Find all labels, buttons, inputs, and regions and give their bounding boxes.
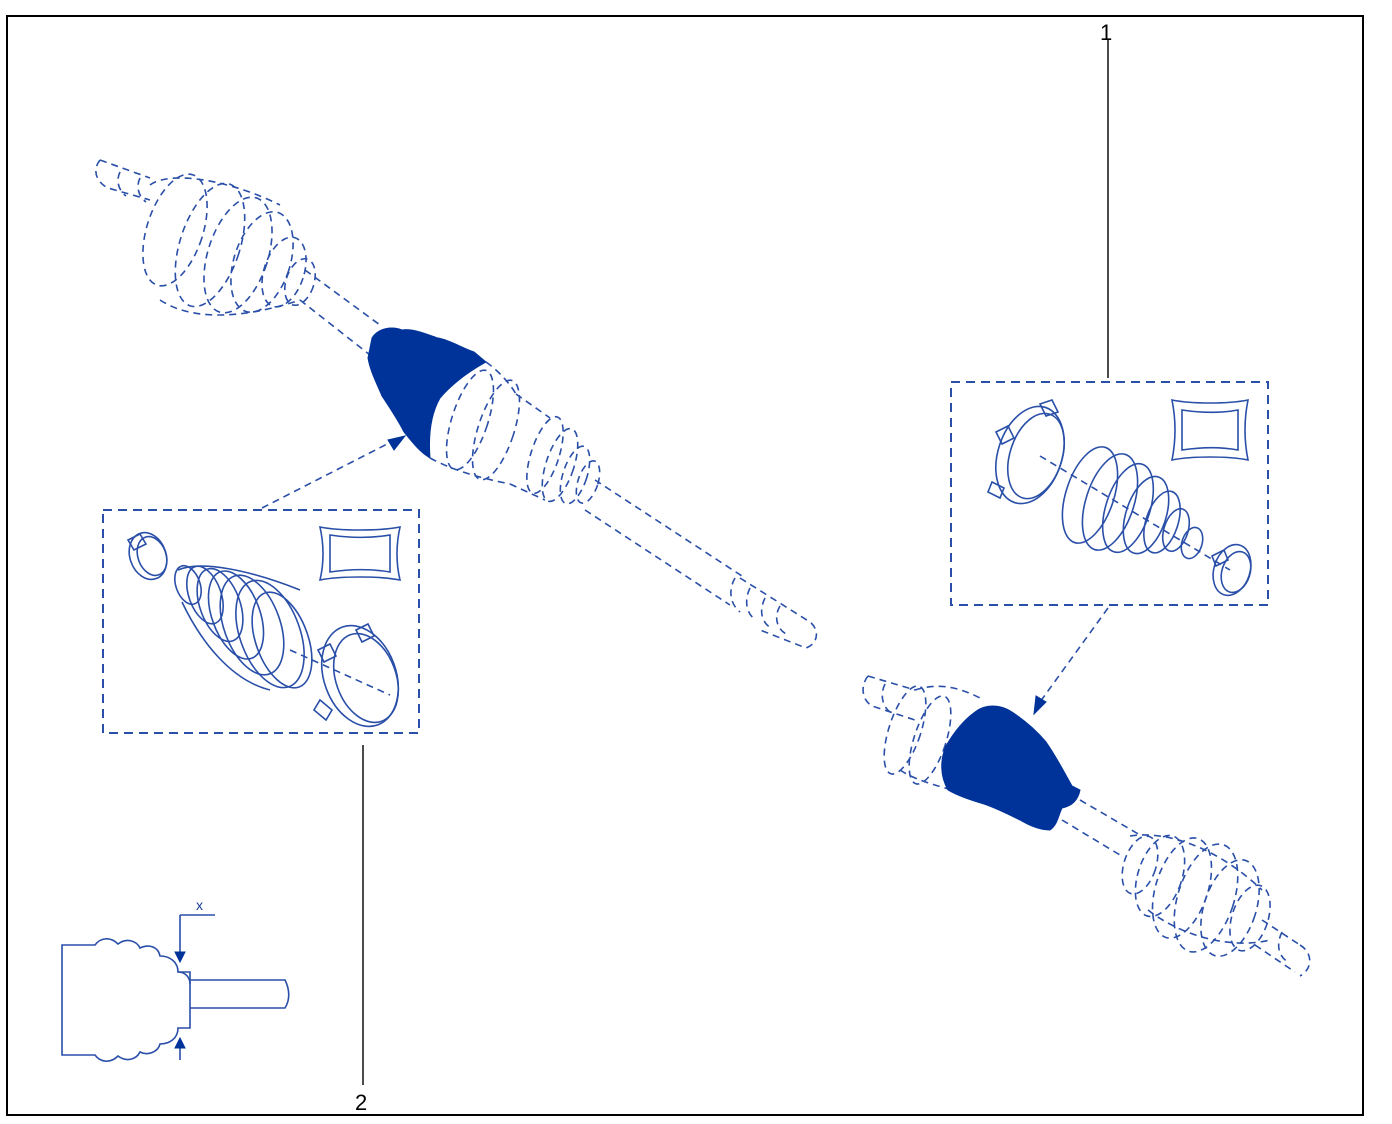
kit2-boot (174, 564, 313, 691)
kit1-large-clamp (986, 399, 1066, 505)
lower-shaft-top-edge (1079, 799, 1141, 836)
upper-outer-cv-joint (142, 173, 317, 316)
detail-x-lower-arrow (174, 1036, 186, 1049)
kit1-small-clamp (1210, 543, 1252, 597)
kit2-small-clamp (126, 531, 168, 581)
detail-boot-neck-top (177, 971, 191, 985)
dimension-label-x: x (196, 897, 203, 913)
kit2-pointer-line (261, 439, 396, 509)
lower-outer-stub (1254, 919, 1311, 977)
boot-kit-2-parts (126, 525, 402, 728)
lower-outer-cv-joint (1121, 834, 1271, 958)
boot-kit-1-box (950, 381, 1269, 606)
lower-inner-stub (862, 675, 916, 721)
upper-driveshaft (95, 159, 818, 649)
upper-shaft-bottom-edge (299, 299, 371, 356)
detail-boot-outline (61, 938, 191, 1062)
upper-outer-stub (95, 159, 151, 203)
kit2-large-clamp (312, 622, 400, 728)
kit2-pointer-arrow (387, 435, 407, 451)
kit1-boot (1061, 446, 1204, 560)
upper-inner-spline-shaft (584, 479, 818, 649)
boot-kit-2-box (102, 509, 420, 734)
upper-shaft-top-edge (304, 269, 381, 326)
callout-label-1: 1 (1100, 20, 1113, 45)
diagram-frame (6, 15, 1364, 1116)
detail-x-upper-arrow (174, 951, 186, 964)
lower-driveshaft (862, 675, 1311, 977)
callout-label-2: 2 (355, 1090, 368, 1115)
detail-shaft (190, 979, 290, 1009)
kit1-pointer-line (1039, 607, 1109, 703)
boot-position-detail (61, 914, 290, 1062)
kit1-grease-sachet (1170, 398, 1250, 462)
boot-kit-1-parts (986, 398, 1252, 597)
lower-inner-boot-highlight (941, 705, 1081, 831)
lower-shaft-bottom-edge (1061, 819, 1121, 856)
upper-inner-boot-highlight (367, 327, 487, 459)
kit2-centerline (289, 649, 391, 696)
kit1-centerline (1039, 455, 1231, 571)
upper-inner-joint-housing (429, 361, 601, 505)
kit2-grease-sachet (318, 525, 402, 582)
kit1-pointer-arrow (1033, 695, 1047, 716)
